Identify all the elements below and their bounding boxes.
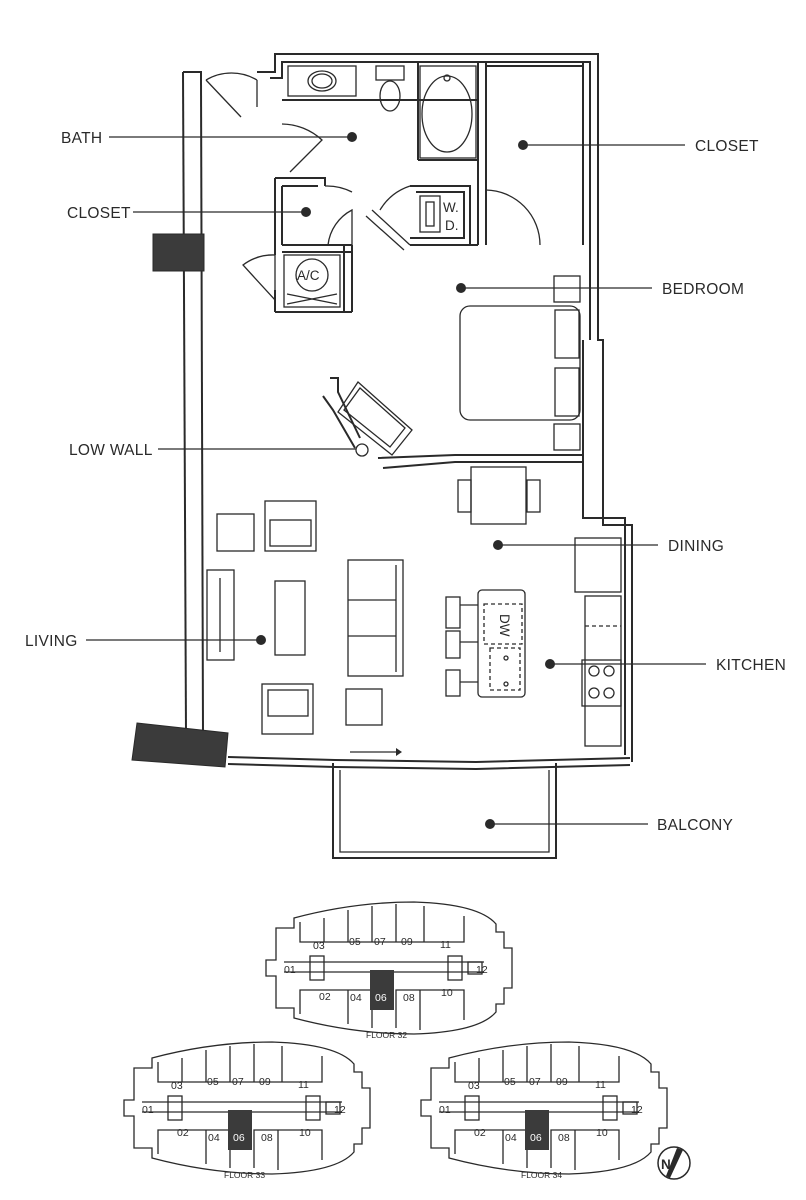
bath-fixtures: [287, 65, 477, 159]
unit-02: 02: [319, 991, 331, 1003]
living-furniture: [206, 500, 404, 735]
unit-04: 04: [208, 1132, 220, 1144]
unit-09: 09: [556, 1076, 568, 1088]
unit-01: 01: [439, 1104, 451, 1116]
unit-12: 12: [476, 964, 488, 976]
unit-10: 10: [596, 1127, 608, 1139]
unit-05: 05: [504, 1076, 516, 1088]
unit-02: 02: [474, 1127, 486, 1139]
label-dining: DINING: [668, 538, 724, 555]
label-closet-left: CLOSET: [67, 205, 131, 222]
dining-furniture: [457, 466, 541, 525]
label-bath: BATH: [61, 130, 102, 147]
room-labels: BATH CLOSET LOW WALL LIVING CLOSET BEDRO…: [25, 130, 786, 834]
keyplan-floor-32: 01 02 03 04 05 06 07 08 09 10 11 12 FLOO…: [265, 901, 513, 1040]
north-label: N: [661, 1157, 671, 1172]
dishwasher-label: DW: [497, 614, 512, 637]
dryer-label: D.: [445, 218, 459, 233]
unit-05: 05: [349, 936, 361, 948]
north-arrow-icon: N: [657, 1146, 691, 1180]
unit-07: 07: [374, 936, 386, 948]
unit-02: 02: [177, 1127, 189, 1139]
unit-05: 05: [207, 1076, 219, 1088]
unit-07: 07: [529, 1076, 541, 1088]
unit-12: 12: [334, 1104, 346, 1116]
unit-03: 03: [313, 940, 325, 952]
unit-11: 11: [440, 939, 451, 951]
label-living: LIVING: [25, 633, 78, 650]
keyplan-floor-34: 01 02 03 04 05 06 07 08 09 10 11 12 FLOO…: [420, 1041, 668, 1180]
unit-10: 10: [299, 1127, 311, 1139]
unit-03: 03: [468, 1080, 480, 1092]
keyplan-label-33: FLOOR 33: [224, 1170, 265, 1180]
ac-label: A/C: [297, 268, 320, 283]
label-bedroom: BEDROOM: [662, 281, 744, 298]
unit-08: 08: [558, 1132, 570, 1144]
unit-10: 10: [441, 987, 453, 999]
balcony: [227, 748, 631, 859]
unit-04: 04: [505, 1132, 517, 1144]
bedroom-furniture: [337, 275, 581, 456]
label-kitchen: KITCHEN: [716, 657, 786, 674]
unit-11: 11: [298, 1079, 309, 1091]
washer-label: W.: [443, 200, 459, 215]
unit-11: 11: [595, 1079, 606, 1091]
unit-08: 08: [403, 992, 415, 1004]
unit-09: 09: [259, 1076, 271, 1088]
unit-01: 01: [142, 1104, 154, 1116]
keyplan-label-34: FLOOR 34: [521, 1170, 562, 1180]
keyplan-floor-33: 01 02 03 04 05 06 07 08 09 10 11 12 FLOO…: [123, 1041, 371, 1180]
unit-08: 08: [261, 1132, 273, 1144]
unit-09: 09: [401, 936, 413, 948]
unit-06-highlighted: 06: [375, 992, 387, 1004]
unit-06-highlighted: 06: [530, 1132, 542, 1144]
unit-07: 07: [232, 1076, 244, 1088]
label-low-wall: LOW WALL: [69, 442, 153, 459]
utility-fixtures: W. D. A/C: [283, 195, 459, 308]
structural-column: [152, 233, 205, 272]
doors: [205, 72, 541, 302]
kitchen-fixtures: DW: [445, 537, 622, 747]
unit-03: 03: [171, 1080, 183, 1092]
keyplan-label-32: FLOOR 32: [366, 1030, 407, 1040]
structural-column: [131, 722, 229, 768]
floor-plan-walls: [182, 53, 633, 762]
unit-01: 01: [284, 964, 296, 976]
unit-12: 12: [631, 1104, 643, 1116]
label-balcony: BALCONY: [657, 817, 733, 834]
label-closet-right: CLOSET: [695, 138, 759, 155]
unit-06-highlighted: 06: [233, 1132, 245, 1144]
unit-04: 04: [350, 992, 362, 1004]
